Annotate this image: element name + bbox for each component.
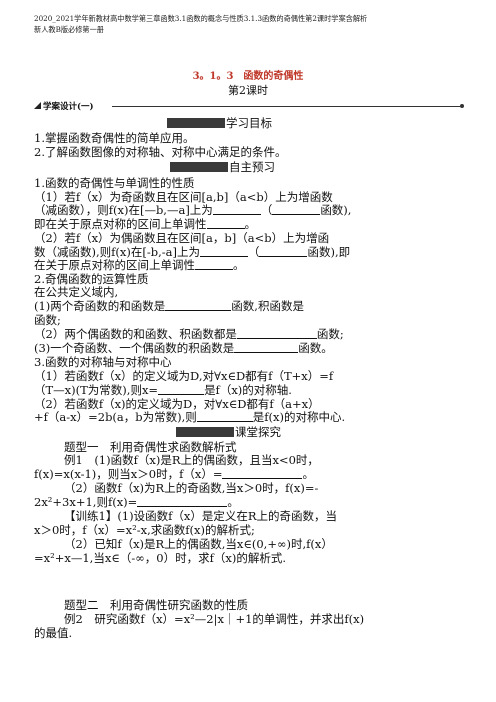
preview-line: （减函数），则f(x)在[—b,—a]上为（函数), [34,203,352,217]
explore-line: 题型一 利用奇偶性求函数解析式 [64,440,237,454]
page-title: 3。1。3 函数的奇偶性 [192,71,304,82]
preview-line: (1)两个奇函数的和函数是函数,积函数是 [34,299,304,313]
section-header-bar: 学案设计(一) [34,100,464,112]
goal-item: 1.掌握函数奇偶性的简单应用。 [34,131,195,145]
goals-heading: 学习目标 [167,116,272,131]
preview-line: (3)一个奇函数、一个偶函数的积函数是函数。 [34,341,333,355]
preview-line: +f（a-x）=2b(a，b为常数),则是f(x)的对称中心. [34,410,346,424]
goal-item: 2.了解函数图像的对称轴、对称中心满足的条件。 [34,145,287,159]
preview-line: 2.奇偶函数的运算性质 [34,272,149,286]
explore-line: f(x)=x(x-1)，则当x＞0时，f（x）=。 [34,467,314,481]
page-subtitle: 第2课时 [228,84,268,97]
preview-line: （T—x)(T为常数),则x=是f（x)的对称轴. [34,383,292,397]
triangle-marker-icon [34,102,41,109]
type2-line: 的最值. [34,626,73,640]
answer-blank[interactable] [165,300,232,311]
type2-line: 例2 研究函数f（x）=x²—2|x｜+1的单调性，并求出f(x) [64,612,365,626]
preview-line: （1）若函数f（x）的定义域为D,对∀x∈D都有f（T+x）=f [34,369,334,383]
answer-blank[interactable] [222,468,303,479]
answer-blank[interactable] [206,218,245,229]
answer-blank[interactable] [234,342,299,353]
heading-bar-icon [170,162,228,172]
preview-line: 在关于原点对称的区间上单调性。 [34,258,245,272]
heading-bar-icon [176,427,234,437]
explore-line: 2x²+3x+1,则f(x)=。 [34,495,239,509]
rule-end-dot-icon [460,104,464,108]
answer-blank[interactable] [236,328,317,339]
section-label: 学案设计(一) [43,102,94,112]
explore-line: 例1 (1)函数f（x)是R上的偶函数，且当x<0时， [64,453,319,467]
heading-bar-icon [167,118,225,128]
preview-line: 3.函数的对称轴与对称中心 [34,355,172,369]
explore-line: （2）函数f（x)为R上的奇函数,当x＞0时，f(x)=- [64,481,319,495]
explore-heading: 课堂探究 [176,425,281,440]
preview-line: 数（减函数),则f(x)在[-b,-a]上为（函数),即 [34,245,351,259]
answer-blank[interactable] [137,496,228,507]
answer-blank[interactable] [158,384,205,395]
preview-line: 即在关于原点对称的区间上单调性。 [34,217,256,231]
header-line-2: 新人教B版必修第一册 [34,25,104,34]
preview-line: （2）若f（x）为偶函数且在区间[a，b]（a<b）上为增函 [34,231,330,245]
preview-line: （1）若f（x）为奇函数且在区间[a,b]（a<b）上为增函数 [34,190,333,204]
explore-line: （2）已知f（x)是R上的偶函数,当x∈(0,+∞)时,f(x） [64,537,333,551]
type2-line: 题型二 利用奇偶性研究函数的性质 [64,598,248,612]
answer-blank[interactable] [259,246,308,257]
header-line-1: 2020_2021学年新教材高中数学第三章函数3.1函数的概念与性质3.1.3函… [34,14,368,23]
explore-line: =x²+x—1,当x∈（-∞，0）时，求f（x)的解析式. [34,551,286,565]
answer-blank[interactable] [199,246,248,257]
preview-line: 1.函数的奇偶性与单调性的性质 [34,176,195,190]
preview-line: （2）若函数f（x)的定义域为D，对∀x∈D都有f（a+x） [34,397,320,411]
answer-blank[interactable] [272,204,321,215]
preview-line: 函数; [34,313,61,327]
preview-line: 在公共定义域内, [34,285,119,299]
document-header: 2020_2021学年新教材高中数学第三章函数3.1函数的概念与性质3.1.3函… [34,13,464,35]
answer-blank[interactable] [212,204,261,215]
answer-blank[interactable] [195,259,233,270]
explore-line: 【训练1】(1)设函数f（x）是定义在R上的奇函数，当 [64,509,338,523]
preview-line: （2）两个偶函数的和函数、积函数都是函数; [34,327,344,341]
answer-blank[interactable] [196,411,253,422]
explore-line: x＞0时，f（x）=x²-x,求函数f(x)的解析式; [34,523,255,537]
preview-heading: 自主预习 [170,160,275,175]
section-rule [112,106,460,107]
